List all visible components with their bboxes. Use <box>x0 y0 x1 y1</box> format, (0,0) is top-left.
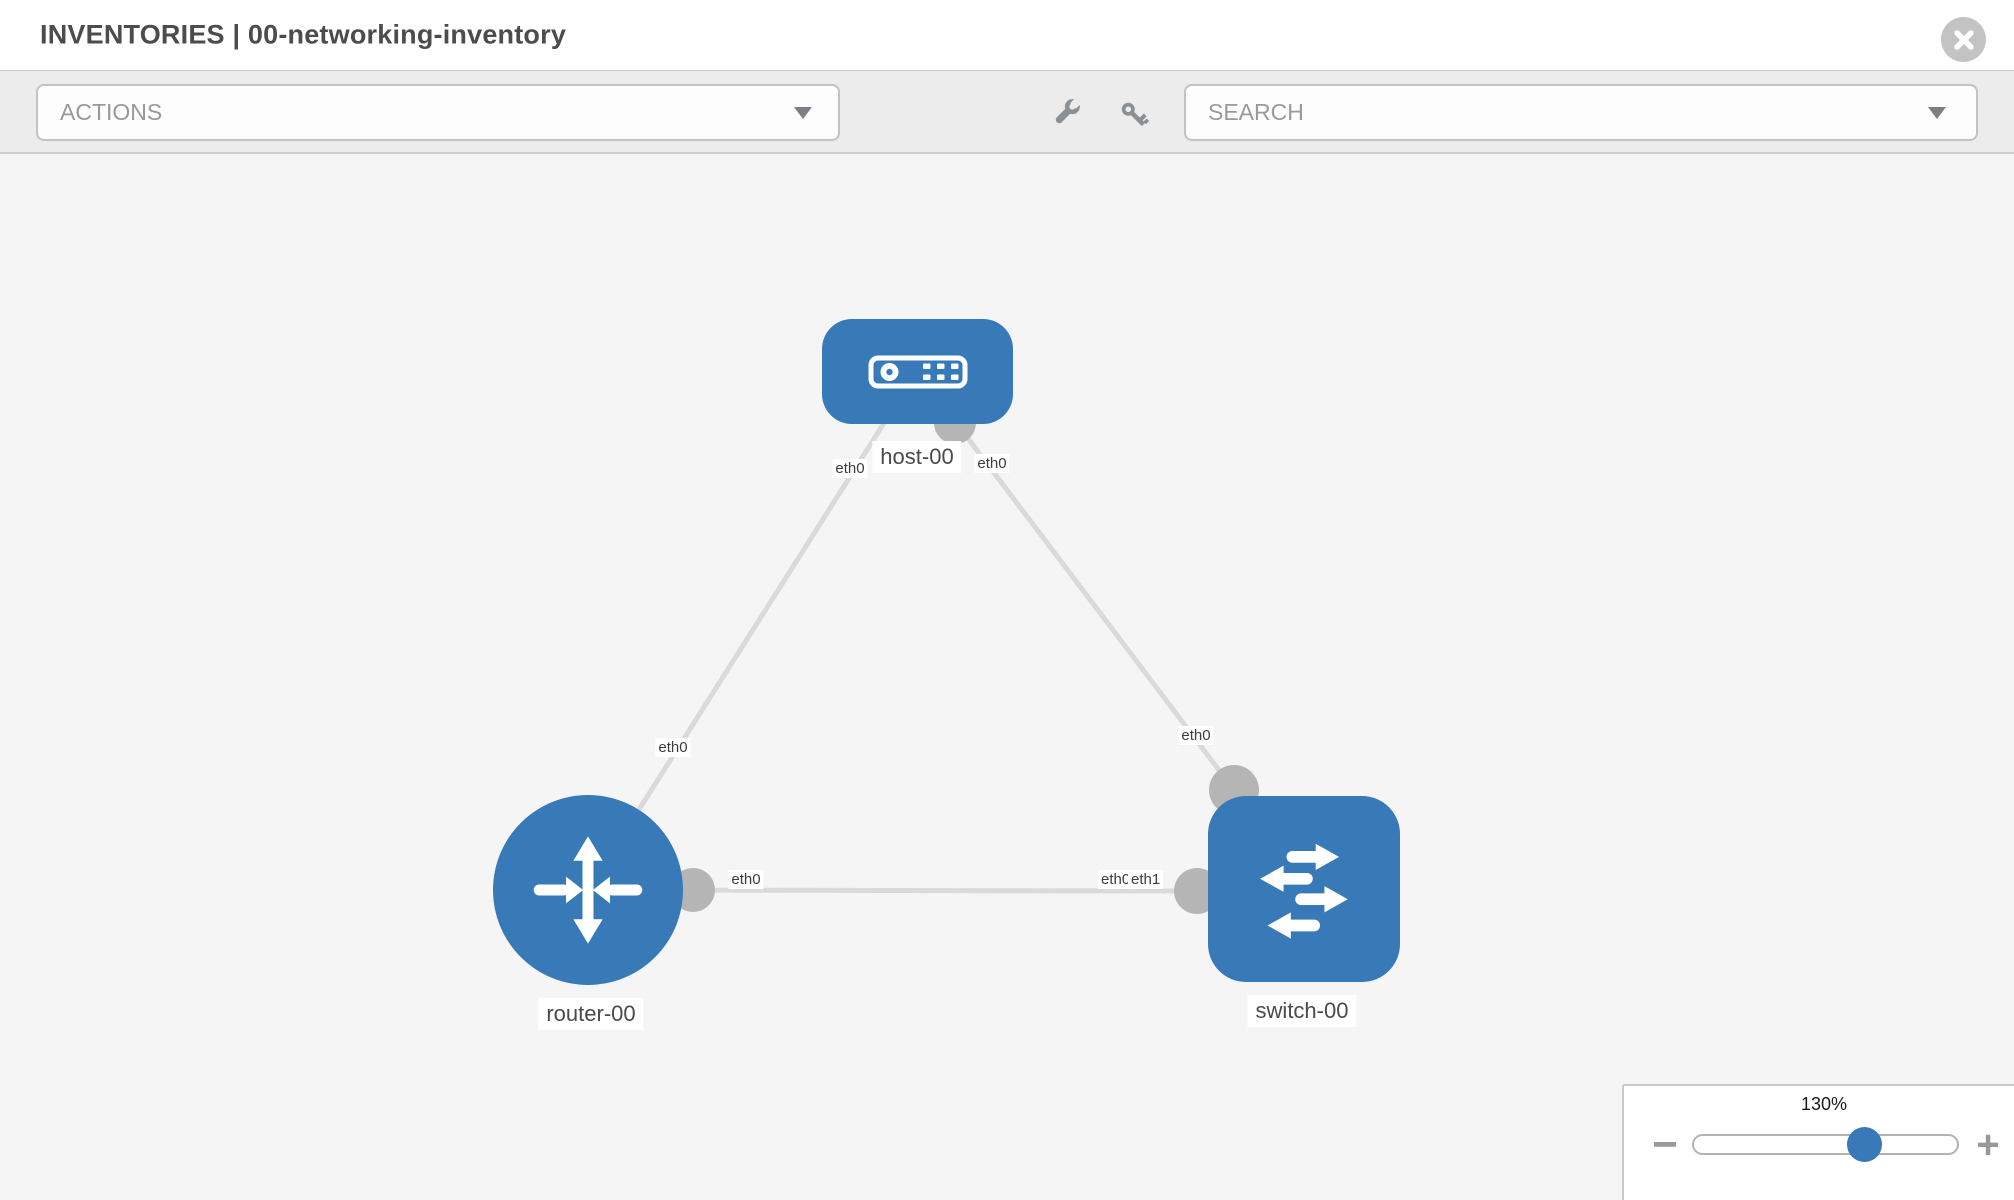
topology-edges <box>585 369 1259 914</box>
close-button[interactable] <box>1941 17 1986 62</box>
zoom-level-value: 130% <box>1800 1094 1848 1114</box>
close-icon <box>1953 29 1974 50</box>
server-icon <box>868 355 967 388</box>
search-dropdown[interactable]: SEARCH <box>1184 84 1978 141</box>
topology-canvas[interactable]: host-00 router-00 switch-00 eth0 eth0 et… <box>0 154 2014 1200</box>
node-router-00[interactable] <box>493 795 683 985</box>
switch-arrows-icon <box>1260 843 1348 939</box>
tools-button[interactable] <box>1048 95 1084 131</box>
actions-dropdown[interactable]: ACTIONS <box>36 84 840 141</box>
port-label-switch-eth0-overlapped: eth0 <box>1098 870 1134 889</box>
zoom-slider-thumb[interactable] <box>1847 1127 1882 1162</box>
actions-dropdown-label: ACTIONS <box>60 99 163 125</box>
zoom-panel: 130% − + <box>1622 1084 2014 1200</box>
node-label-router: router-00 <box>538 998 644 1030</box>
port-label-router-eth0-to-host: eth0 <box>655 738 691 757</box>
credentials-button[interactable] <box>1117 98 1153 134</box>
zoom-in-button[interactable]: + <box>1976 1123 2000 1167</box>
port-label-switch-eth1: eth1 <box>1128 870 1164 889</box>
port-label-switch-eth0-to-host: eth0 <box>1178 726 1214 745</box>
header: INVENTORIES | 00-networking-inventory <box>0 0 2014 70</box>
toolbar: ACTIONS SEARCH <box>0 70 2014 154</box>
key-icon <box>1121 102 1150 127</box>
edge-host-router <box>585 369 920 892</box>
chevron-down-icon <box>1928 106 1946 119</box>
zoom-out-button[interactable]: − <box>1652 1120 1678 1169</box>
node-switch-00[interactable] <box>1208 796 1400 982</box>
port-label-host-eth0-to-router: eth0 <box>832 459 868 478</box>
chevron-down-icon <box>794 106 812 119</box>
page-title: INVENTORIES | 00-networking-inventory <box>40 19 567 50</box>
edge-host-switch <box>915 369 1236 792</box>
port-label-host-eth0-to-switch: eth0 <box>974 454 1010 473</box>
node-label-host: host-00 <box>872 441 962 473</box>
port-label-router-eth0-to-switch: eth0 <box>728 870 764 889</box>
node-host-00[interactable] <box>822 319 1013 424</box>
node-label-switch: switch-00 <box>1247 995 1357 1027</box>
zoom-slider-track[interactable] <box>1692 1134 1959 1155</box>
wrench-icon <box>1055 97 1082 124</box>
route-arrows-icon <box>533 836 643 944</box>
search-placeholder: SEARCH <box>1208 99 1304 125</box>
